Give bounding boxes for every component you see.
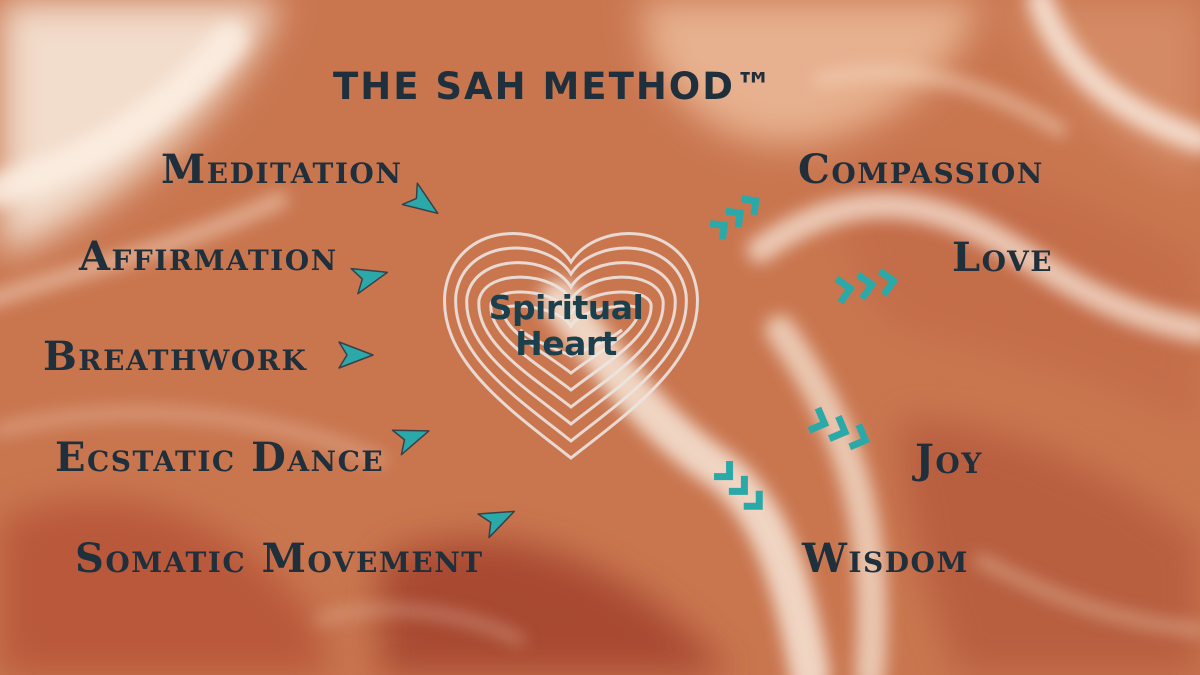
input-somatic-movement: Somatic Movement xyxy=(75,535,484,582)
input-breathwork: Breathwork xyxy=(43,333,308,380)
output-wisdom: Wisdom xyxy=(802,535,969,582)
output-love: Love xyxy=(952,234,1054,281)
input-arrow-5-icon xyxy=(477,510,516,539)
center-label-line1: Spiritual xyxy=(488,288,644,327)
center-label: Spiritual Heart xyxy=(456,290,676,362)
input-affirmation: Affirmation xyxy=(79,233,338,280)
input-arrow-3-icon xyxy=(338,341,374,369)
center-label-line2: Heart xyxy=(515,324,617,363)
input-meditation: Meditation xyxy=(161,146,403,193)
output-compassion: Compassion xyxy=(798,146,1044,193)
output-arrows-joy-icon xyxy=(807,406,870,451)
input-arrow-1-icon xyxy=(401,182,439,215)
output-joy: Joy xyxy=(915,436,983,483)
input-arrow-4-icon xyxy=(391,429,430,456)
output-arrows-love-icon xyxy=(834,268,899,305)
diagram-title: THE SAH METHOD™ xyxy=(333,65,774,108)
input-arrow-2-icon xyxy=(350,267,389,295)
output-arrows-compassion-icon xyxy=(709,195,760,240)
input-ecstatic-dance: Ecstatic Dance xyxy=(55,434,385,481)
fingerprint-heart xyxy=(443,232,699,460)
output-arrows-wisdom-icon xyxy=(714,461,763,510)
